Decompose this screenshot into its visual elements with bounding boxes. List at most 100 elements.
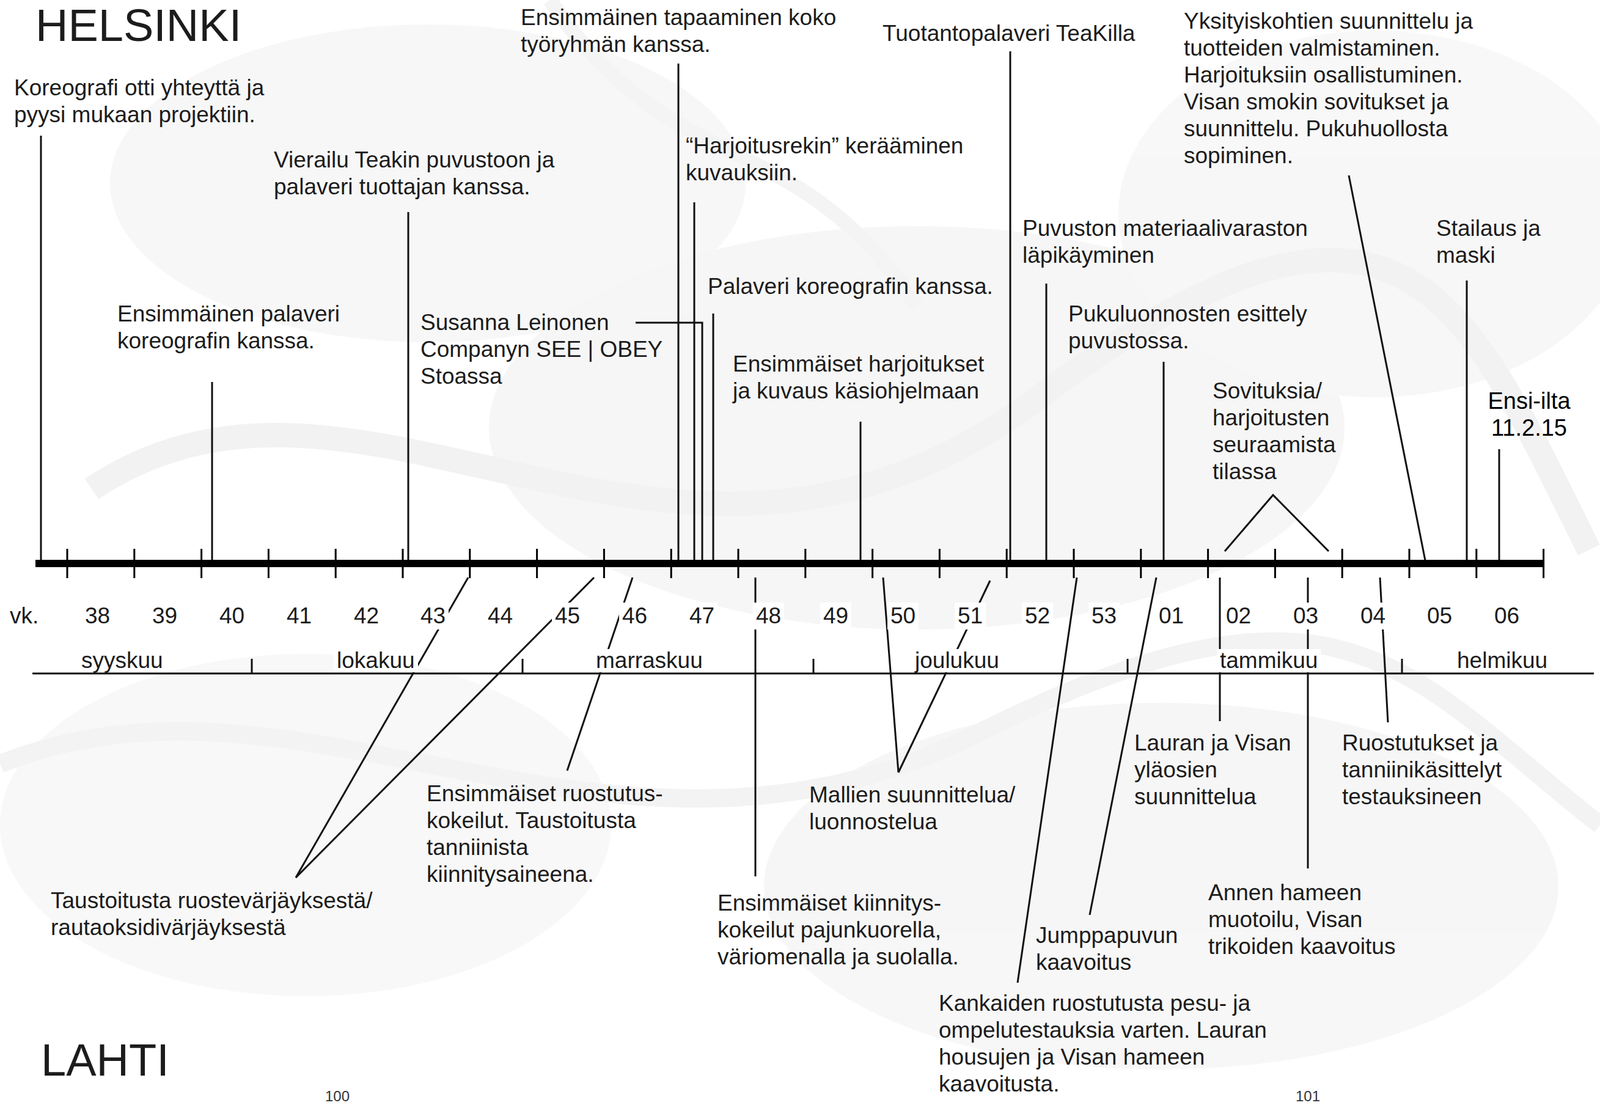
- week-number: 40: [216, 602, 248, 630]
- month-name: lokakuu: [333, 649, 419, 673]
- week-number: 50: [887, 602, 919, 630]
- week-tick: [1207, 548, 1209, 579]
- week-number: 53: [1088, 602, 1120, 630]
- leader-line: [677, 63, 680, 564]
- city-heading: HELSINKI: [35, 1, 242, 51]
- week-tick: [938, 548, 941, 579]
- month-separator: [812, 658, 815, 674]
- week-number: 06: [1491, 602, 1523, 630]
- timeline-note: Ensimmäinen tapaaminen koko työryhmän ka…: [520, 4, 863, 59]
- week-number: 05: [1423, 602, 1456, 630]
- leader-line: [1045, 283, 1048, 564]
- leader-line: [1498, 449, 1501, 564]
- premiere-date: Ensi-ilta 11.2.15: [1483, 387, 1575, 442]
- leader-line: [712, 313, 715, 564]
- timeline-note: Pukuluonnosten esittely puvustossa.: [1068, 300, 1332, 355]
- week-tick: [267, 548, 270, 579]
- timeline-note: Tuotantopalaveri TeaKilla: [882, 20, 1164, 48]
- leader-line: [1163, 361, 1165, 564]
- week-tick: [66, 548, 69, 579]
- month-name: joulukuu: [911, 649, 1003, 673]
- leader-line: [1379, 577, 1388, 723]
- faded-photo: [0, 0, 1600, 1070]
- timeline-axis: [35, 559, 1545, 568]
- leader-line: [1348, 175, 1426, 564]
- timeline-note: Susanna Leinonen Companyn SEE | OBEY Sto…: [420, 309, 668, 390]
- month-separator: [1126, 658, 1129, 674]
- timeline-note: Ruostutukset ja tanniinikäsittelyt testa…: [1342, 729, 1563, 811]
- week-number: 52: [1021, 602, 1054, 630]
- week-tick: [1274, 548, 1277, 579]
- leader-line: [859, 421, 862, 564]
- week-tick: [1139, 548, 1142, 579]
- texture-stroke: [91, 259, 1589, 551]
- timeline-note: Puvuston materiaalivaraston läpikäyminen: [1022, 215, 1322, 269]
- week-tick: [1341, 548, 1344, 579]
- timeline-note: Jumppapuvun kaavoitus: [1035, 922, 1195, 977]
- week-tick: [1475, 548, 1478, 579]
- month-name: syyskuu: [78, 649, 167, 673]
- week-number: 41: [283, 602, 315, 630]
- week-number: 03: [1290, 602, 1322, 630]
- timeline-note: Mallien suunnittelua/ luonnostelua: [809, 781, 1024, 836]
- week-number: 51: [954, 602, 986, 630]
- week-tick: [535, 548, 538, 579]
- timeline-note: Ensimmäiset harjoitukset ja kuvaus käsio…: [732, 350, 1002, 405]
- leader-line: [1009, 51, 1012, 564]
- week-tick: [133, 548, 136, 579]
- range-bracket: [1224, 495, 1329, 552]
- week-number: 46: [619, 602, 651, 630]
- week-tick: [603, 548, 606, 579]
- week-number: 38: [81, 602, 114, 630]
- leader-line: [693, 202, 696, 564]
- week-prefix: vk.: [6, 602, 42, 630]
- week-number: 04: [1357, 602, 1389, 630]
- month-name: tammikuu: [1216, 649, 1321, 673]
- week-number: 01: [1155, 602, 1187, 630]
- timeline-note: Koreografi otti yhteyttä ja pyysi mukaan…: [14, 74, 302, 129]
- week-tick: [1542, 548, 1545, 579]
- week-tick: [737, 548, 740, 579]
- week-number: 39: [149, 602, 181, 630]
- week-tick: [468, 548, 471, 579]
- leader-line: [40, 135, 43, 564]
- texture-stroke: [0, 641, 1600, 826]
- timeline-note: Annen hameen muotoilu, Visan trikoiden k…: [1208, 879, 1410, 961]
- week-number: 42: [350, 602, 382, 630]
- leader-line: [1017, 577, 1077, 983]
- city-heading: LAHTI: [40, 1035, 170, 1085]
- week-tick: [402, 548, 404, 579]
- month-separator: [521, 658, 524, 674]
- timeline-note: Palaveri koreografin kanssa.: [707, 273, 1002, 301]
- week-tick: [670, 548, 673, 579]
- page-number: 101: [1295, 1087, 1321, 1105]
- week-tick: [334, 548, 337, 579]
- week-tick: [1073, 548, 1076, 579]
- leader-line: [1466, 280, 1468, 564]
- week-number: 44: [484, 602, 516, 630]
- month-separator: [251, 658, 254, 674]
- week-tick: [1408, 548, 1411, 579]
- timeline-note: Ensimmäiset kiinnitys- kokeilut pajunkuo…: [717, 889, 975, 971]
- week-number: 02: [1222, 602, 1255, 630]
- timeline-note: Stailaus ja maski: [1436, 215, 1559, 269]
- timeline-note: Kankaiden ruostutusta pesu- ja ompelutes…: [938, 990, 1294, 1098]
- timeline-note: Taustoitusta ruostevärjäyksestä/ rautaok…: [50, 887, 412, 942]
- page-number: 100: [325, 1087, 350, 1105]
- leader-line: [407, 212, 410, 564]
- month-separator: [1401, 658, 1404, 674]
- week-number: 47: [686, 602, 718, 630]
- timeline-note: “Harjoitusrekin” kerääminen kuvauksiin.: [685, 132, 992, 187]
- month-name: helmikuu: [1453, 649, 1551, 673]
- timeline-note: Sovituksia/ harjoitusten seuraamista til…: [1212, 377, 1344, 486]
- week-tick: [1005, 548, 1008, 579]
- timeline-note: Vierailu Teakin puvustoon ja palaveri tu…: [273, 146, 592, 201]
- timeline-note: Lauran ja Visan yläosien suunnittelua: [1134, 729, 1299, 811]
- week-number: 48: [752, 602, 785, 630]
- week-number: 45: [551, 602, 584, 630]
- week-ticks: [67, 548, 1544, 579]
- month-name: marraskuu: [592, 649, 706, 673]
- leader-line: [211, 381, 214, 564]
- week-tick: [871, 548, 874, 579]
- week-number: 43: [417, 602, 449, 630]
